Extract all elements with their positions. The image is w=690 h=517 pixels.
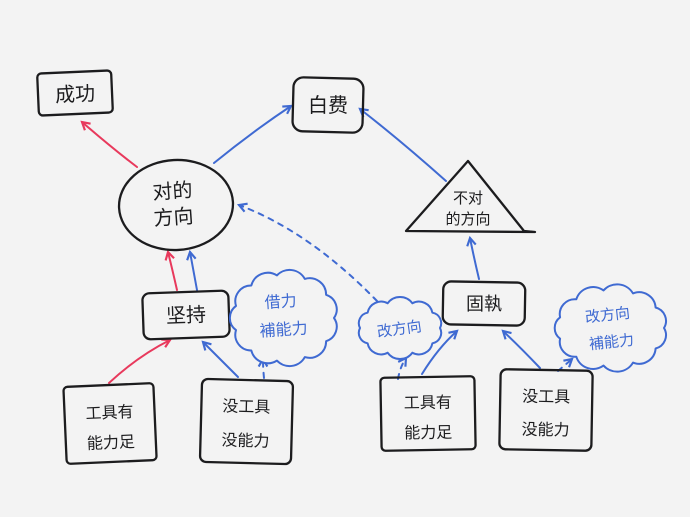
node-borrow-power: 借力 補能力 <box>228 268 338 368</box>
node-no-tools-right: 没工具 没能力 <box>498 368 594 452</box>
tools-ability-left-box <box>62 382 158 465</box>
persist-label: 坚持 <box>166 303 207 327</box>
edge-no-tools-right-to-stubborn <box>501 329 541 369</box>
tools-ability-right-line1: 工具有 <box>404 394 452 413</box>
node-right-direction: 对的 方向 <box>117 158 235 252</box>
no-tools-left-line1: 没工具 <box>222 397 270 416</box>
tools-ability-left-line1: 工具有 <box>85 403 134 423</box>
no-tools-right-box <box>498 368 594 452</box>
tools-ability-left-line2: 能力足 <box>86 433 135 453</box>
wrong-direction-label-line2: 的方向 <box>445 211 490 228</box>
edge-tools-right-to-change-direction <box>397 356 408 380</box>
node-tools-ability-right: 工具有 能力足 <box>379 375 477 452</box>
edge-no-tools-left-to-persist <box>201 340 239 378</box>
node-persist: 坚持 <box>141 289 231 341</box>
tools-ability-right-line2: 能力足 <box>404 424 452 443</box>
borrow-power-label-line1: 借力 <box>264 292 297 312</box>
node-change-dir-supplement: 改方向 補能力 <box>553 283 667 373</box>
edge-tools-right-to-stubborn <box>421 329 459 375</box>
no-tools-right-line1: 没工具 <box>522 388 570 407</box>
node-change-direction: 改方向 <box>357 296 443 360</box>
success-box <box>36 69 114 117</box>
right-direction-label-line1: 对的 <box>152 179 194 205</box>
edge-stubborn-to-wrong-direction <box>466 235 480 280</box>
node-no-tools-left: 没工具 没能力 <box>198 377 295 466</box>
success-label: 成功 <box>55 82 96 107</box>
edge-change-direction-to-right-direction <box>236 202 378 302</box>
change-dir-supplement-label-line1: 改方向 <box>584 305 631 327</box>
stubborn-box <box>441 280 527 327</box>
borrow-power-cloud <box>228 268 338 368</box>
change-dir-supplement-label-line2: 補能力 <box>588 332 635 354</box>
wasted-label: 白费 <box>308 94 348 117</box>
wrong-direction-label-line1: 不对 <box>453 190 483 207</box>
edge-right-direction-to-wasted <box>213 104 293 164</box>
tools-ability-right-box <box>379 375 477 452</box>
edge-no-tools-left-to-borrow-power <box>257 356 269 379</box>
no-tools-right-line2: 没能力 <box>521 421 569 440</box>
persist-box <box>141 289 231 341</box>
stubborn-label: 固執 <box>466 294 502 314</box>
right-direction-circle <box>117 158 235 252</box>
node-wasted: 白费 <box>291 76 365 134</box>
change-direction-label: 改方向 <box>376 318 423 341</box>
node-stubborn: 固執 <box>441 280 527 327</box>
no-tools-left-box <box>198 377 295 466</box>
wasted-box <box>291 76 365 134</box>
node-wrong-direction: 不对 的方向 <box>404 159 537 234</box>
edge-persist-to-right-direction-blue <box>186 249 198 291</box>
edge-persist-to-right-direction-red <box>164 249 178 291</box>
edge-wrong-direction-to-wasted <box>358 107 447 182</box>
change-direction-cloud <box>357 296 443 360</box>
node-tools-ability-left: 工具有 能力足 <box>62 382 158 465</box>
change-dir-supplement-cloud <box>553 283 667 373</box>
borrow-power-label-line2: 補能力 <box>259 319 308 340</box>
no-tools-left-line2: 没能力 <box>221 431 269 450</box>
right-direction-label-line2: 方向 <box>153 205 195 231</box>
edge-tools-left-to-persist <box>108 338 172 384</box>
edge-right-direction-to-success <box>80 120 138 168</box>
wrong-direction-triangle <box>404 159 537 234</box>
node-success: 成功 <box>36 69 114 117</box>
